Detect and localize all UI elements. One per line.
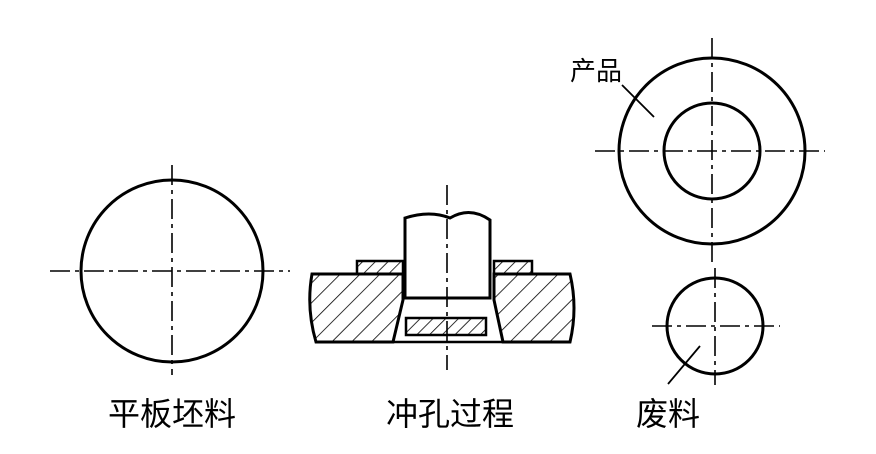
scrap (652, 268, 780, 385)
punching-process (308, 185, 576, 370)
die-right (492, 272, 576, 344)
slug (404, 316, 488, 337)
product-label: 产品 (570, 57, 622, 87)
flat-blank (50, 165, 290, 375)
caption-scrap: 废料 (636, 395, 700, 433)
stripper-right (492, 259, 534, 276)
caption-flat-blank: 平板坯料 (108, 395, 236, 433)
stripper-left (355, 259, 405, 276)
product: 产品 (570, 38, 825, 266)
die-left (308, 272, 405, 344)
product-leader-line (621, 84, 655, 118)
scrap-leader-line (667, 345, 701, 385)
caption-punching-process: 冲孔过程 (386, 395, 514, 433)
